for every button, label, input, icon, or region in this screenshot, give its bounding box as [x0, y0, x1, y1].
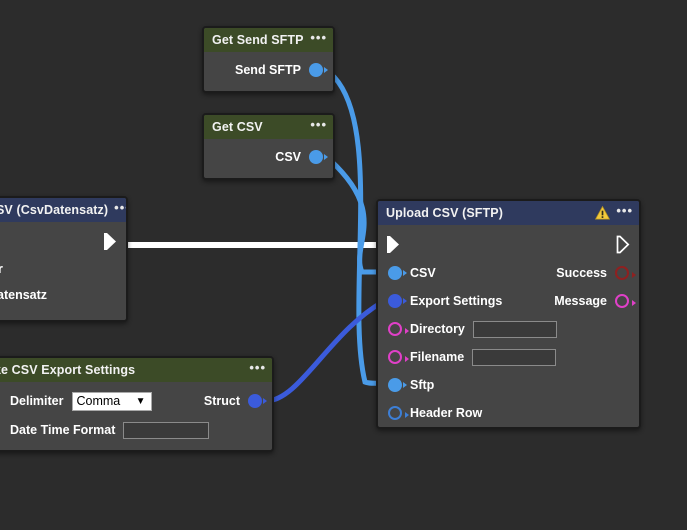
node-body: r Datensatz: [0, 222, 126, 316]
output-label-message: Message: [554, 294, 607, 308]
output-label: CSV: [275, 150, 301, 164]
node-row: Datensatz: [0, 282, 126, 308]
row-date-time-format: Date Time Format: [0, 416, 272, 444]
exec-out-arrow-icon[interactable]: [614, 234, 631, 255]
node-get-csv[interactable]: Get CSV ••• CSV: [202, 113, 335, 180]
input-label-export-settings: Export Settings: [410, 294, 503, 308]
output-pin-struct[interactable]: [248, 394, 267, 408]
delimiter-select[interactable]: Comma ▼: [71, 391, 152, 411]
node-title-text: Get Send SFTP: [212, 33, 304, 47]
output-row-send-sftp[interactable]: Send SFTP: [204, 56, 333, 84]
output-pin-send-sftp[interactable]: [309, 63, 328, 77]
node-title-bar[interactable]: ke CSV Export Settings •••: [0, 358, 272, 382]
node-upload-csv-sftp[interactable]: Upload CSV (SFTP) ••• CSV: [376, 199, 641, 429]
row-label: r: [0, 262, 3, 276]
node-title-bar[interactable]: SV (CsvDatensatz) •••: [0, 198, 126, 222]
port-row-header-row: Header Row: [378, 399, 639, 427]
node-menu-icon[interactable]: •••: [114, 200, 126, 215]
node-title-text: Get CSV: [212, 120, 263, 134]
input-label-sftp: Sftp: [410, 378, 435, 392]
input-pin-csv[interactable]: [388, 266, 407, 280]
directory-input[interactable]: [472, 320, 557, 338]
input-label-filename: Filename: [410, 350, 465, 364]
output-pin-csv[interactable]: [309, 150, 328, 164]
input-label-csv: CSV: [410, 266, 436, 280]
port-row-sftp: Sftp: [378, 371, 639, 399]
date-time-format-input[interactable]: [123, 421, 210, 439]
port-row-export-settings-message: Export Settings Message: [378, 287, 639, 315]
delimiter-label: Delimiter: [10, 394, 64, 408]
chevron-down-icon: ▼: [135, 395, 146, 407]
node-title-bar[interactable]: Get Send SFTP •••: [204, 28, 333, 52]
input-pin-export-settings[interactable]: [388, 294, 407, 308]
node-title-text: SV (CsvDatensatz): [0, 203, 109, 217]
port-row-directory: Directory: [378, 315, 639, 343]
node-body: CSV: [204, 139, 333, 178]
output-pin-message[interactable]: [615, 294, 636, 308]
filename-input[interactable]: [472, 348, 557, 366]
output-pin-success[interactable]: [615, 266, 636, 280]
output-label-success: Success: [556, 266, 607, 280]
node-title-text: ke CSV Export Settings: [0, 363, 136, 377]
input-pin-directory[interactable]: [388, 322, 409, 336]
row-label: Datensatz: [0, 288, 48, 302]
node-body: Delimiter Comma ▼ Struct Date Time Forma…: [0, 382, 272, 450]
node-make-csv-export-settings[interactable]: ke CSV Export Settings ••• Delimiter Com…: [0, 356, 274, 452]
exec-row: [0, 226, 126, 256]
input-pin-filename[interactable]: [388, 350, 409, 364]
node-title-text: Upload CSV (SFTP): [386, 206, 503, 220]
node-title-bar[interactable]: Get CSV •••: [204, 115, 333, 139]
exec-in-arrow-icon[interactable]: [384, 234, 401, 255]
date-time-format-label: Date Time Format: [10, 423, 116, 437]
node-get-send-sftp[interactable]: Get Send SFTP ••• Send SFTP: [202, 26, 335, 93]
exec-out-arrow-icon[interactable]: [101, 231, 118, 252]
wire-struct-to-export-settings: [265, 297, 388, 404]
output-label: Send SFTP: [235, 63, 301, 77]
node-make-csv-datensatz[interactable]: SV (CsvDatensatz) ••• r Datensatz: [0, 196, 128, 322]
input-label-directory: Directory: [410, 322, 465, 336]
input-label-header-row: Header Row: [410, 406, 483, 420]
node-row: r: [0, 256, 126, 282]
node-body: Send SFTP: [204, 52, 333, 91]
node-menu-icon[interactable]: •••: [616, 203, 633, 218]
port-row-filename: Filename: [378, 343, 639, 371]
node-menu-icon[interactable]: •••: [310, 117, 327, 132]
node-title-bar[interactable]: Upload CSV (SFTP) •••: [378, 201, 639, 225]
warning-triangle-icon[interactable]: [595, 206, 611, 220]
output-row-csv[interactable]: CSV: [204, 143, 333, 171]
node-menu-icon[interactable]: •••: [310, 30, 327, 45]
port-row-csv-success: CSV Success: [378, 259, 639, 287]
input-pin-header-row[interactable]: [388, 406, 409, 420]
input-pin-sftp[interactable]: [388, 378, 407, 392]
output-label-struct: Struct: [203, 394, 240, 408]
delimiter-value: Comma: [76, 394, 121, 408]
node-menu-icon[interactable]: •••: [249, 360, 266, 375]
node-body: CSV Success Export Settings Message Dire…: [378, 225, 639, 427]
exec-row: [378, 229, 639, 259]
row-delimiter: Delimiter Comma ▼ Struct: [0, 386, 272, 416]
